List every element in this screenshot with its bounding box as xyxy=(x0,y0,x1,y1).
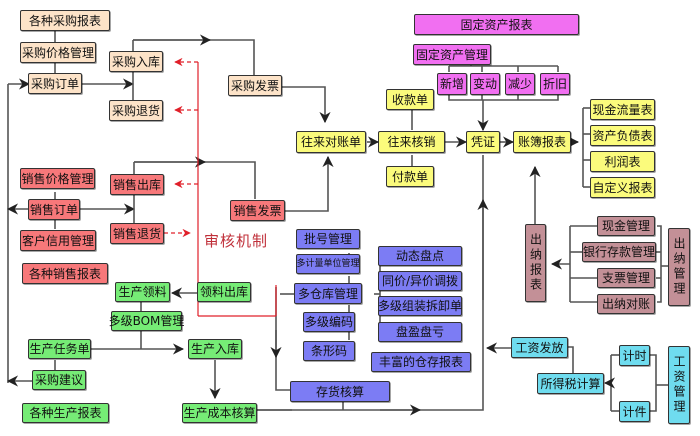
hourly-wage-node[interactable]: 计时 xyxy=(619,345,650,366)
multi-warehouse-mgmt-node[interactable]: 多仓库管理 xyxy=(294,283,362,304)
sales-price-mgmt-node[interactable]: 销售价格管理 xyxy=(20,168,95,189)
asset-reduce-node[interactable]: 减少 xyxy=(505,73,535,95)
income-tax-calc-node[interactable]: 所得税计算 xyxy=(537,373,604,394)
barcode-node[interactable]: 条形码 xyxy=(303,341,355,361)
asset-depreciation-node[interactable]: 折旧 xyxy=(540,73,570,95)
fixed-asset-reports-node[interactable]: 固定资产报表 xyxy=(414,14,579,35)
purchase-price-mgmt-node[interactable]: 采购价格管理 xyxy=(20,42,96,63)
batch-mgmt-node[interactable]: 批号管理 xyxy=(296,229,360,249)
purchase-order-node[interactable]: 采购订单 xyxy=(28,73,82,94)
payment-node[interactable]: 付款单 xyxy=(386,166,434,187)
sales-returns-node[interactable]: 销售退货 xyxy=(110,223,164,244)
ar-ap-write-off-node[interactable]: 往来核销 xyxy=(378,131,445,153)
cash-mgmt-node[interactable]: 现金管理 xyxy=(597,216,655,236)
wage-payout-node[interactable]: 工资发放 xyxy=(511,337,568,358)
cashier-mgmt-node[interactable]: 出纳管理 xyxy=(668,228,690,306)
multi-level-bom-node[interactable]: 多级BOM管理 xyxy=(109,311,184,331)
custom-reports-node[interactable]: 自定义报表 xyxy=(590,177,655,198)
audit-mechanism-label: 审核机制 xyxy=(204,232,269,250)
check-mgmt-node[interactable]: 支票管理 xyxy=(597,268,655,288)
purchase-returns-node[interactable]: 采购退货 xyxy=(109,100,163,121)
customer-credit-mgmt-node[interactable]: 客户信用管理 xyxy=(20,230,96,251)
production-task-node[interactable]: 生产任务单 xyxy=(28,339,91,359)
purchase-reports-node[interactable]: 各种采购报表 xyxy=(20,10,110,31)
production-picking-node[interactable]: 生产领料 xyxy=(115,282,170,302)
sales-reports-node[interactable]: 各种销售报表 xyxy=(22,263,108,284)
cashier-reconcile-node[interactable]: 出纳对账 xyxy=(597,294,655,314)
picking-outbound-node[interactable]: 领料出库 xyxy=(197,282,251,302)
cash-flow-statement-node[interactable]: 现金流量表 xyxy=(590,99,655,120)
bank-deposit-mgmt-node[interactable]: 银行存款管理 xyxy=(582,242,656,262)
receipt-node[interactable]: 收款单 xyxy=(386,89,434,110)
piece-wage-node[interactable]: 计件 xyxy=(619,401,650,422)
assembly-disassembly-node[interactable]: 多级组装拆卸单 xyxy=(378,296,462,316)
cashier-reports-node[interactable]: 出纳报表 xyxy=(525,224,546,302)
voucher-node[interactable]: 凭证 xyxy=(466,131,500,153)
dynamic-stock-count-node[interactable]: 动态盘点 xyxy=(378,246,462,266)
production-costing-node[interactable]: 生产成本核算 xyxy=(182,403,257,423)
purchase-inbound-node[interactable]: 采购入库 xyxy=(109,51,163,72)
wage-mgmt-node[interactable]: 工资管理 xyxy=(668,346,690,424)
asset-add-node[interactable]: 新增 xyxy=(437,73,467,95)
multi-level-coding-node[interactable]: 多级编码 xyxy=(303,312,355,332)
asset-change-node[interactable]: 变动 xyxy=(470,73,500,95)
sales-invoice-node[interactable]: 销售发票 xyxy=(230,200,285,221)
sales-outbound-node[interactable]: 销售出库 xyxy=(110,174,164,195)
inventory-costing-node[interactable]: 存货核算 xyxy=(290,381,390,402)
stock-surplus-loss-node[interactable]: 盘盈盘亏 xyxy=(378,322,462,342)
inventory-reports-node[interactable]: 丰富的仓存报表 xyxy=(371,352,471,372)
ledger-reports-node[interactable]: 账簿报表 xyxy=(513,131,571,153)
balance-sheet-node[interactable]: 资产负债表 xyxy=(590,125,655,146)
fixed-asset-mgmt-node[interactable]: 固定资产管理 xyxy=(413,44,491,65)
ar-ap-reconcile-node[interactable]: 往来对账单 xyxy=(296,131,366,153)
purchase-invoice-node[interactable]: 采购发票 xyxy=(228,75,282,96)
production-reports-node[interactable]: 各种生产报表 xyxy=(22,403,109,423)
income-statement-node[interactable]: 利润表 xyxy=(590,151,655,172)
stock-transfer-node[interactable]: 同价/异价调拨 xyxy=(378,271,462,291)
production-inbound-node[interactable]: 生产入库 xyxy=(188,339,242,359)
purchase-suggestion-node[interactable]: 采购建议 xyxy=(32,370,86,390)
sales-order-node[interactable]: 销售订单 xyxy=(28,199,80,220)
multi-unit-mgmt-node[interactable]: 多计量单位管理 xyxy=(296,254,360,274)
